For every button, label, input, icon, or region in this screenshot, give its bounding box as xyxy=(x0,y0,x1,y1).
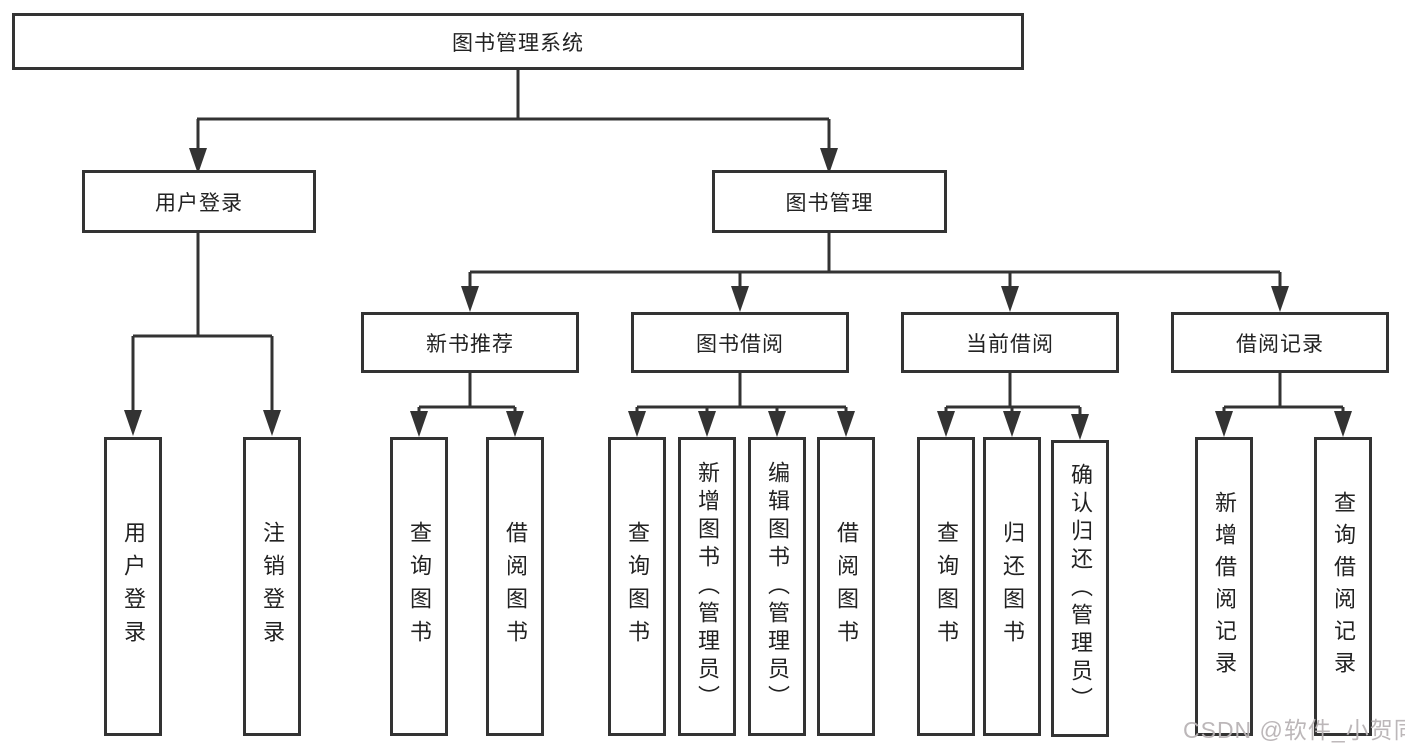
leaf-logout-label: 注销登录 xyxy=(260,520,285,653)
leaf-cb-query-books-label: 查询图书 xyxy=(934,520,959,653)
node-book-borrow: 图书借阅 xyxy=(631,312,849,373)
leaf-user-login: 用户登录 xyxy=(104,437,162,736)
csdn-watermark: CSDN @软件_小贺同学 xyxy=(1183,717,1405,743)
leaf-cb-confirm-return-admin-label: 确认归还（管理员） xyxy=(1068,462,1093,715)
leaf-nbr-query-books-label: 查询图书 xyxy=(407,520,432,653)
leaf-user-login-label: 用户登录 xyxy=(121,520,146,653)
leaf-br-add-record-label: 新增借阅记录 xyxy=(1212,490,1237,683)
leaf-nbr-query-books: 查询图书 xyxy=(390,437,448,736)
node-book-mgmt: 图书管理 xyxy=(712,170,947,233)
leaf-bb-add-books-admin: 新增图书（管理员） xyxy=(678,437,736,736)
node-root: 图书管理系统 xyxy=(12,13,1024,70)
leaf-bb-borrow-books: 借阅图书 xyxy=(817,437,875,736)
node-new-book-rec: 新书推荐 xyxy=(361,312,579,373)
leaf-logout: 注销登录 xyxy=(243,437,301,736)
leaf-bb-add-books-admin-label: 新增图书（管理员） xyxy=(695,460,720,713)
leaf-bb-query-books-label: 查询图书 xyxy=(625,520,650,653)
leaf-br-query-record-label: 查询借阅记录 xyxy=(1331,490,1356,683)
leaf-bb-query-books: 查询图书 xyxy=(608,437,666,736)
node-user-login: 用户登录 xyxy=(82,170,316,233)
leaf-bb-edit-books-admin: 编辑图书（管理员） xyxy=(748,437,806,736)
leaf-bb-borrow-books-label: 借阅图书 xyxy=(834,520,859,653)
node-borrow-record: 借阅记录 xyxy=(1171,312,1389,373)
leaf-br-query-record: 查询借阅记录 xyxy=(1314,437,1372,736)
arrowheads xyxy=(124,148,1352,440)
leaf-br-add-record: 新增借阅记录 xyxy=(1195,437,1253,736)
leaf-nbr-borrow-books-label: 借阅图书 xyxy=(503,520,528,653)
leaf-cb-return-books-label: 归还图书 xyxy=(1000,520,1025,653)
leaf-nbr-borrow-books: 借阅图书 xyxy=(486,437,544,736)
leaf-cb-confirm-return-admin: 确认归还（管理员） xyxy=(1051,440,1109,737)
leaf-cb-return-books: 归还图书 xyxy=(983,437,1041,736)
leaf-bb-edit-books-admin-label: 编辑图书（管理员） xyxy=(765,460,790,713)
leaf-cb-query-books: 查询图书 xyxy=(917,437,975,736)
node-current-borrow: 当前借阅 xyxy=(901,312,1119,373)
